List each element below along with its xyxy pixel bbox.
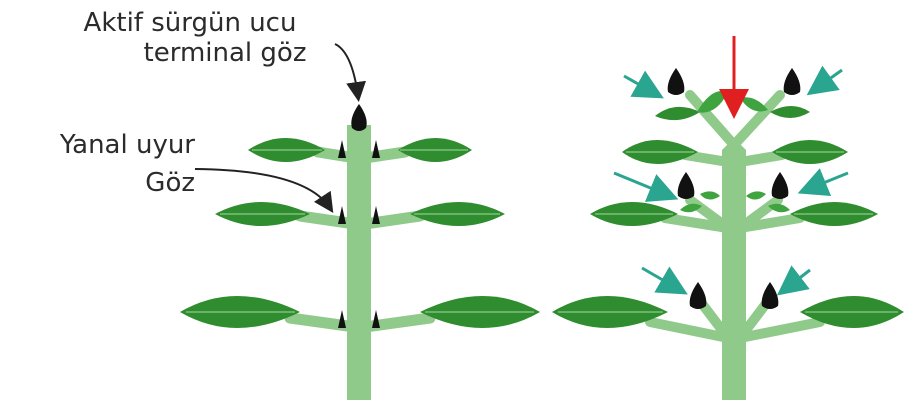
bud-icon [372,140,380,158]
leaf-icon [770,106,810,118]
bud-icon [351,104,366,131]
terminal-bud-label-line2: terminal göz [20,38,360,68]
bud-icon [784,68,801,95]
bud-icon [338,310,346,328]
right-plant [552,36,904,400]
leaf-icon [655,107,700,120]
bud-icon [372,206,380,224]
lateral-bud-label-line1: Yanal uyur [0,130,195,160]
bud-icon [772,172,789,199]
left-plant [180,44,540,400]
arrow-icon [642,268,680,290]
bud-icon [668,68,685,95]
arrow-icon [784,270,810,290]
bud-icon [338,206,346,224]
arrow-icon [814,70,842,90]
arrow-icon [806,173,848,190]
bud-icon [678,172,695,199]
bud-icon [372,310,380,328]
arrow-icon [624,76,656,94]
leaf-icon [740,97,768,111]
left-stem [347,125,371,400]
leaf-icon [746,191,766,199]
bud-icon [762,282,779,309]
bud-icon [338,140,346,158]
terminal-bud-label: Aktif sürgün ucu terminal göz [20,8,360,68]
lateral-bud-label: Yanal uyur Göz [0,130,195,198]
right-stem [722,138,746,400]
leaf-icon [700,191,720,199]
lateral-bud-label-line2: Göz [0,160,195,198]
bud-icon [690,282,707,309]
arrow-icon [614,173,670,196]
terminal-bud-label-line1: Aktif sürgün ucu [20,8,360,38]
